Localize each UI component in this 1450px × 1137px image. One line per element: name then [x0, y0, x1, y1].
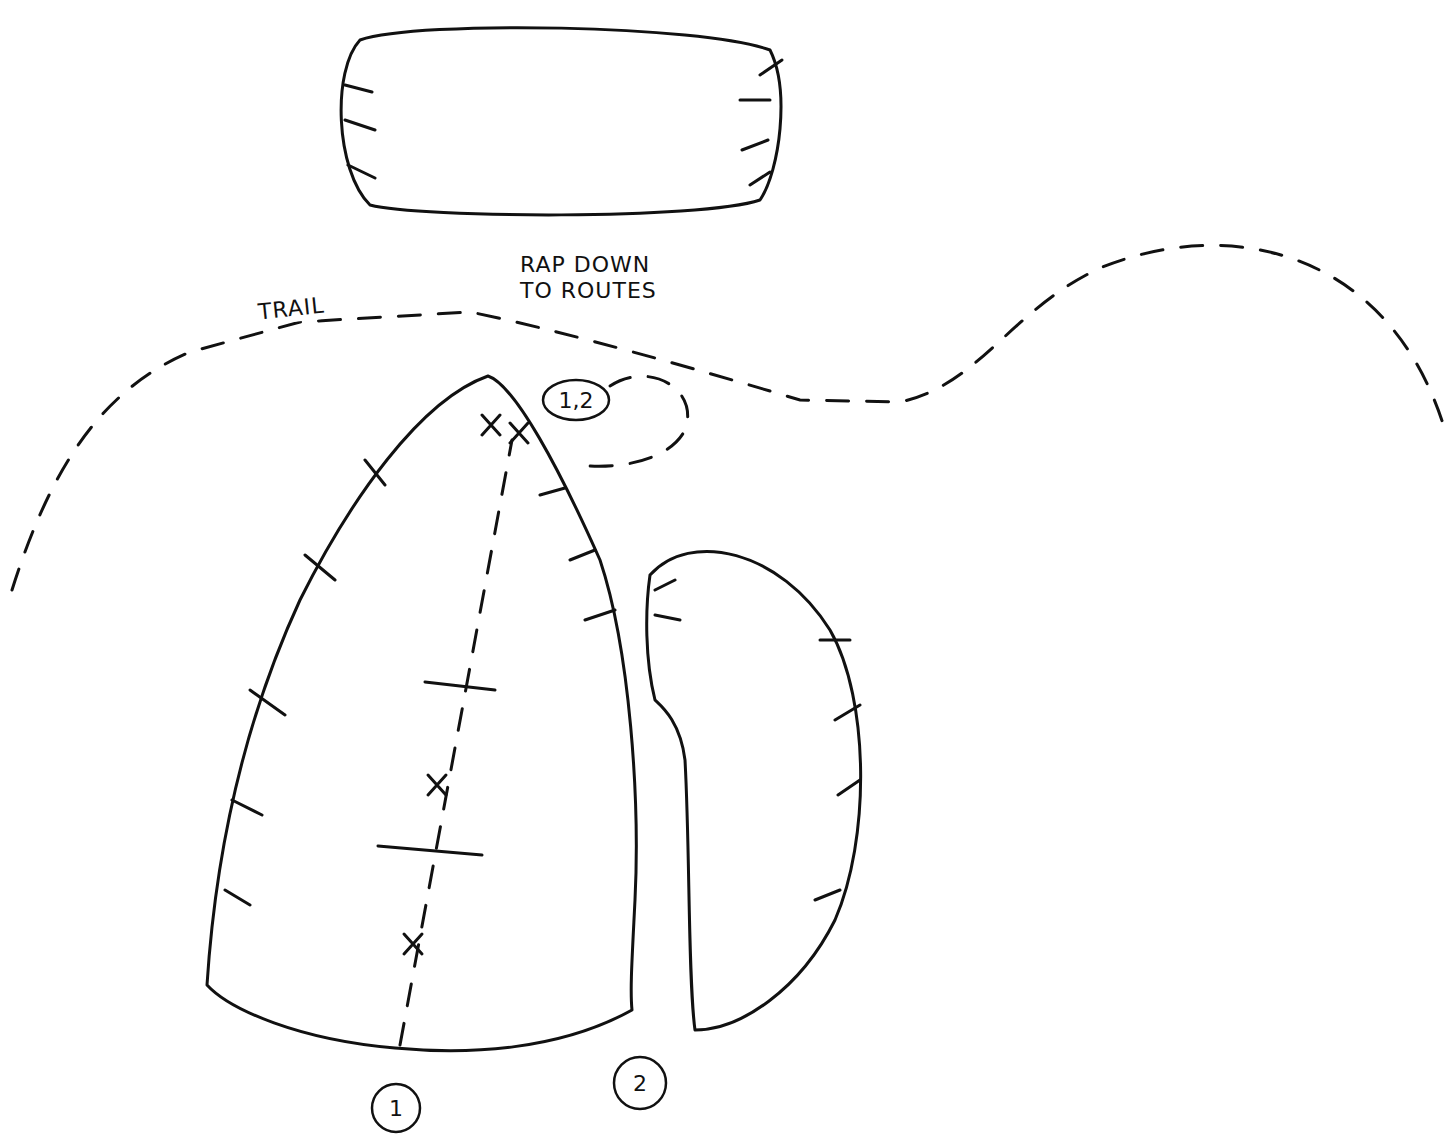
- callout-number: 1: [389, 1096, 403, 1121]
- main-rock: [207, 376, 636, 1051]
- bolt-marks: [404, 775, 446, 954]
- anchor-marks: [482, 415, 528, 443]
- trail-line: [12, 245, 1445, 590]
- right-rock-ticks: [655, 580, 860, 900]
- route-line: [400, 440, 512, 1045]
- callout-circle: 2: [612, 1055, 668, 1111]
- top-boulder: [341, 28, 781, 215]
- trail-label: TRAIL: [257, 293, 326, 326]
- callout-circle: 1: [370, 1082, 422, 1134]
- callout-number: 2: [633, 1071, 647, 1096]
- crux-marks: [378, 682, 495, 855]
- boulder-ticks: [345, 60, 782, 185]
- right-rock: [647, 551, 861, 1030]
- main-rock-ticks: [225, 460, 615, 905]
- callout-number: 1,2: [559, 388, 594, 413]
- callout-circle: 1,2: [541, 378, 611, 422]
- note-label: RAP DOWN TO ROUTES: [520, 252, 670, 305]
